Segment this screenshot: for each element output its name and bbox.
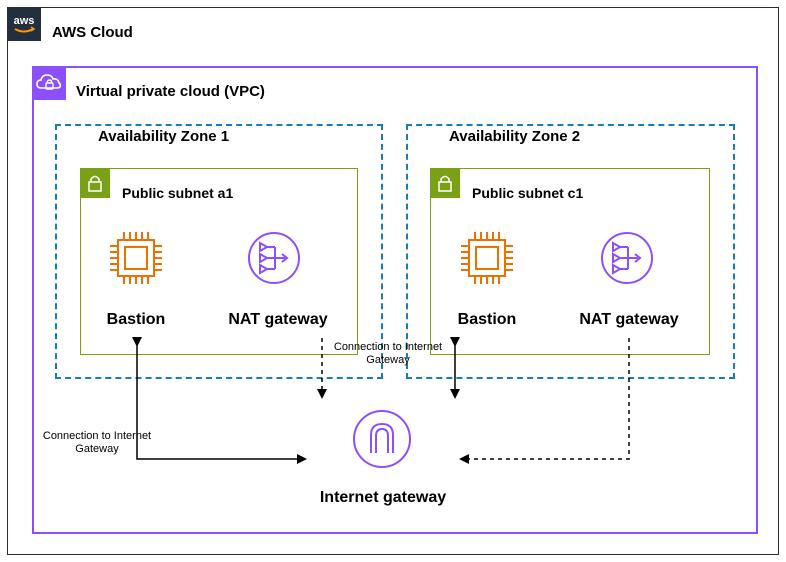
connection-label-left: Connection to Internet Gateway [32,430,162,456]
aws-logo-icon: aws [7,7,41,41]
subnet-lock-icon [430,168,460,198]
connection-label-mid: Connection to Internet Gateway [326,341,450,367]
nat-gateway-icon [248,232,300,284]
nat-gateway-a1-label: NAT gateway [228,311,328,328]
vpc-cloud-icon [32,66,66,100]
aws-logo-text: aws [14,15,35,27]
availability-zone-2-label: Availability Zone 2 [449,128,581,145]
availability-zone-1-label: Availability Zone 1 [98,128,230,145]
subnet-a1-label: Public subnet a1 [122,185,234,201]
bastion-instance-icon [110,232,162,284]
vpc-label: Virtual private cloud (VPC) [76,83,265,100]
nat-c1-connector [459,338,630,464]
nat-gateway-c1-label: NAT gateway [579,311,679,328]
connection-label-left-line2: Gateway [75,443,119,455]
connection-label-mid-line2: Gateway [366,354,410,366]
aws-cloud-group [7,7,779,555]
subnet-lock-icon [80,168,110,198]
internet-gateway-icon [353,410,411,468]
subnet-c1-label: Public subnet c1 [472,185,584,201]
aws-cloud-label: AWS Cloud [52,24,133,41]
bastion-c1-label: Bastion [457,311,517,328]
connection-label-left-line1: Connection to Internet [42,430,152,442]
connection-label-mid-line1: Connection to Internet [333,341,443,353]
vpc-group [32,66,758,534]
internet-gateway-label: Internet gateway [319,489,447,506]
availability-zone-2 [406,124,735,379]
bastion-a1-label: Bastion [106,311,166,328]
bastion-a1-connector [132,337,307,464]
nat-gateway-icon [601,232,653,284]
public-subnet-c1 [430,168,710,355]
bastion-instance-icon [461,232,513,284]
